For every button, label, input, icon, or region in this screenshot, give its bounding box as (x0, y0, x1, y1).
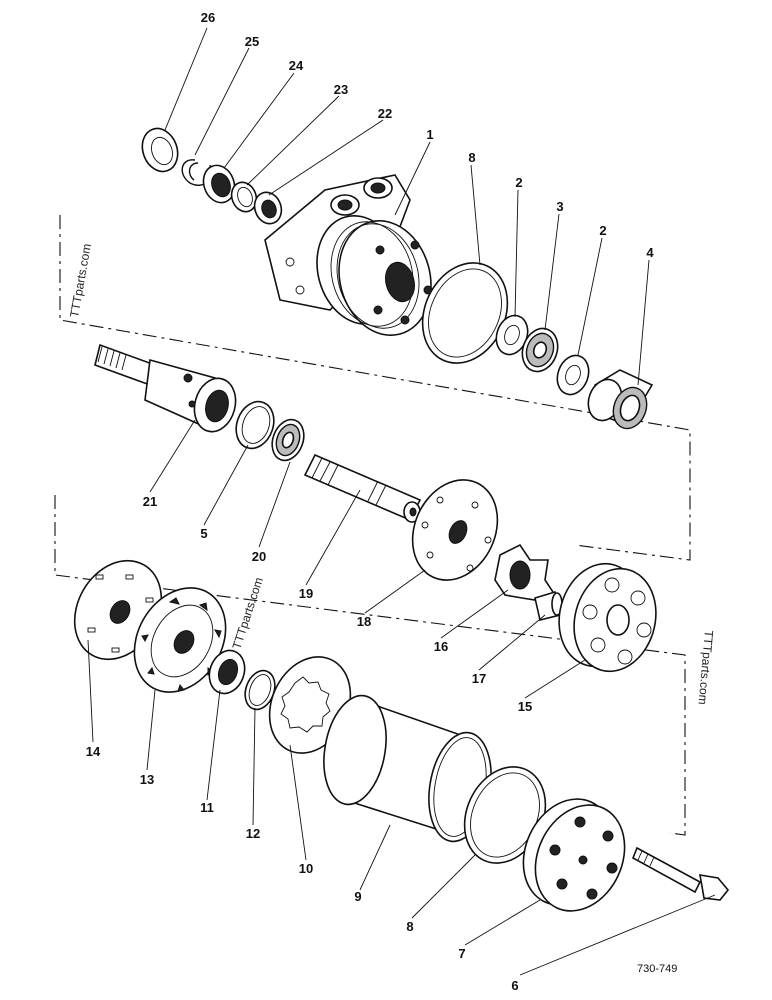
part-26-seal (141, 127, 179, 173)
figure-code: 730-749 (637, 963, 677, 975)
callout-23: 23 (334, 82, 348, 97)
callout-21: 21 (143, 494, 157, 509)
callout-18: 18 (357, 614, 371, 629)
part-21-output-shaft (94, 343, 237, 433)
callout-7: 7 (458, 946, 465, 961)
part-17-roller (534, 590, 563, 621)
part-16-gear-star (494, 543, 557, 601)
callout-11: 11 (200, 800, 214, 815)
callout-17: 17 (472, 671, 486, 686)
callout-2-a: 2 (515, 175, 522, 190)
callout-12: 12 (246, 826, 260, 841)
part-15-rotor-set (558, 562, 657, 673)
part-19-drive-link (303, 453, 422, 523)
part-22-seal (253, 191, 283, 225)
watermark-2: TTTparts.com (230, 576, 266, 651)
callout-13: 13 (140, 772, 154, 787)
part-1-housing (264, 174, 433, 337)
callout-16: 16 (434, 639, 448, 654)
part-11-seal (208, 649, 246, 695)
part-20-thrust-bearing (271, 418, 305, 462)
callout-14: 14 (86, 744, 101, 759)
dash-dot-boundary (54, 215, 691, 836)
part-3-thrust-bearing (521, 327, 559, 373)
callout-1: 1 (426, 127, 433, 142)
callout-6: 6 (511, 978, 518, 993)
callout-26: 26 (201, 10, 215, 25)
callout-24: 24 (289, 58, 304, 73)
callout-9: 9 (354, 889, 361, 904)
callout-10: 10 (299, 861, 313, 876)
callout-22: 22 (378, 106, 392, 121)
part-4-needle-bearing (587, 369, 654, 430)
part-18-wear-plate (411, 479, 499, 581)
callout-15: 15 (518, 699, 532, 714)
part-7-end-cover (522, 798, 626, 912)
part-6-bolt (631, 846, 730, 901)
watermark-3: TTTparts.com (696, 630, 716, 706)
leader-lines (87, 27, 716, 976)
callout-5: 5 (200, 526, 207, 541)
callout-2-b: 2 (599, 223, 606, 238)
callout-3: 3 (556, 199, 563, 214)
part-12-o-ring (244, 669, 276, 711)
part-23-o-ring (230, 181, 258, 213)
watermark-1: TTTparts.com (67, 243, 94, 319)
callout-labels: 26 25 24 23 22 1 8 2 3 2 4 21 5 20 19 18… (86, 10, 655, 993)
part-24-washer (202, 164, 236, 204)
callout-25: 25 (245, 34, 259, 49)
part-2-washer-b (556, 354, 590, 396)
part-13-valve (133, 587, 227, 693)
callout-20: 20 (252, 549, 266, 564)
callout-8-upper: 8 (468, 150, 475, 165)
callout-4: 4 (646, 245, 654, 260)
part-5-ring (235, 400, 275, 450)
part-2-washer-a (495, 314, 529, 356)
callout-8-lower: 8 (406, 919, 413, 934)
callout-19: 19 (299, 586, 313, 601)
